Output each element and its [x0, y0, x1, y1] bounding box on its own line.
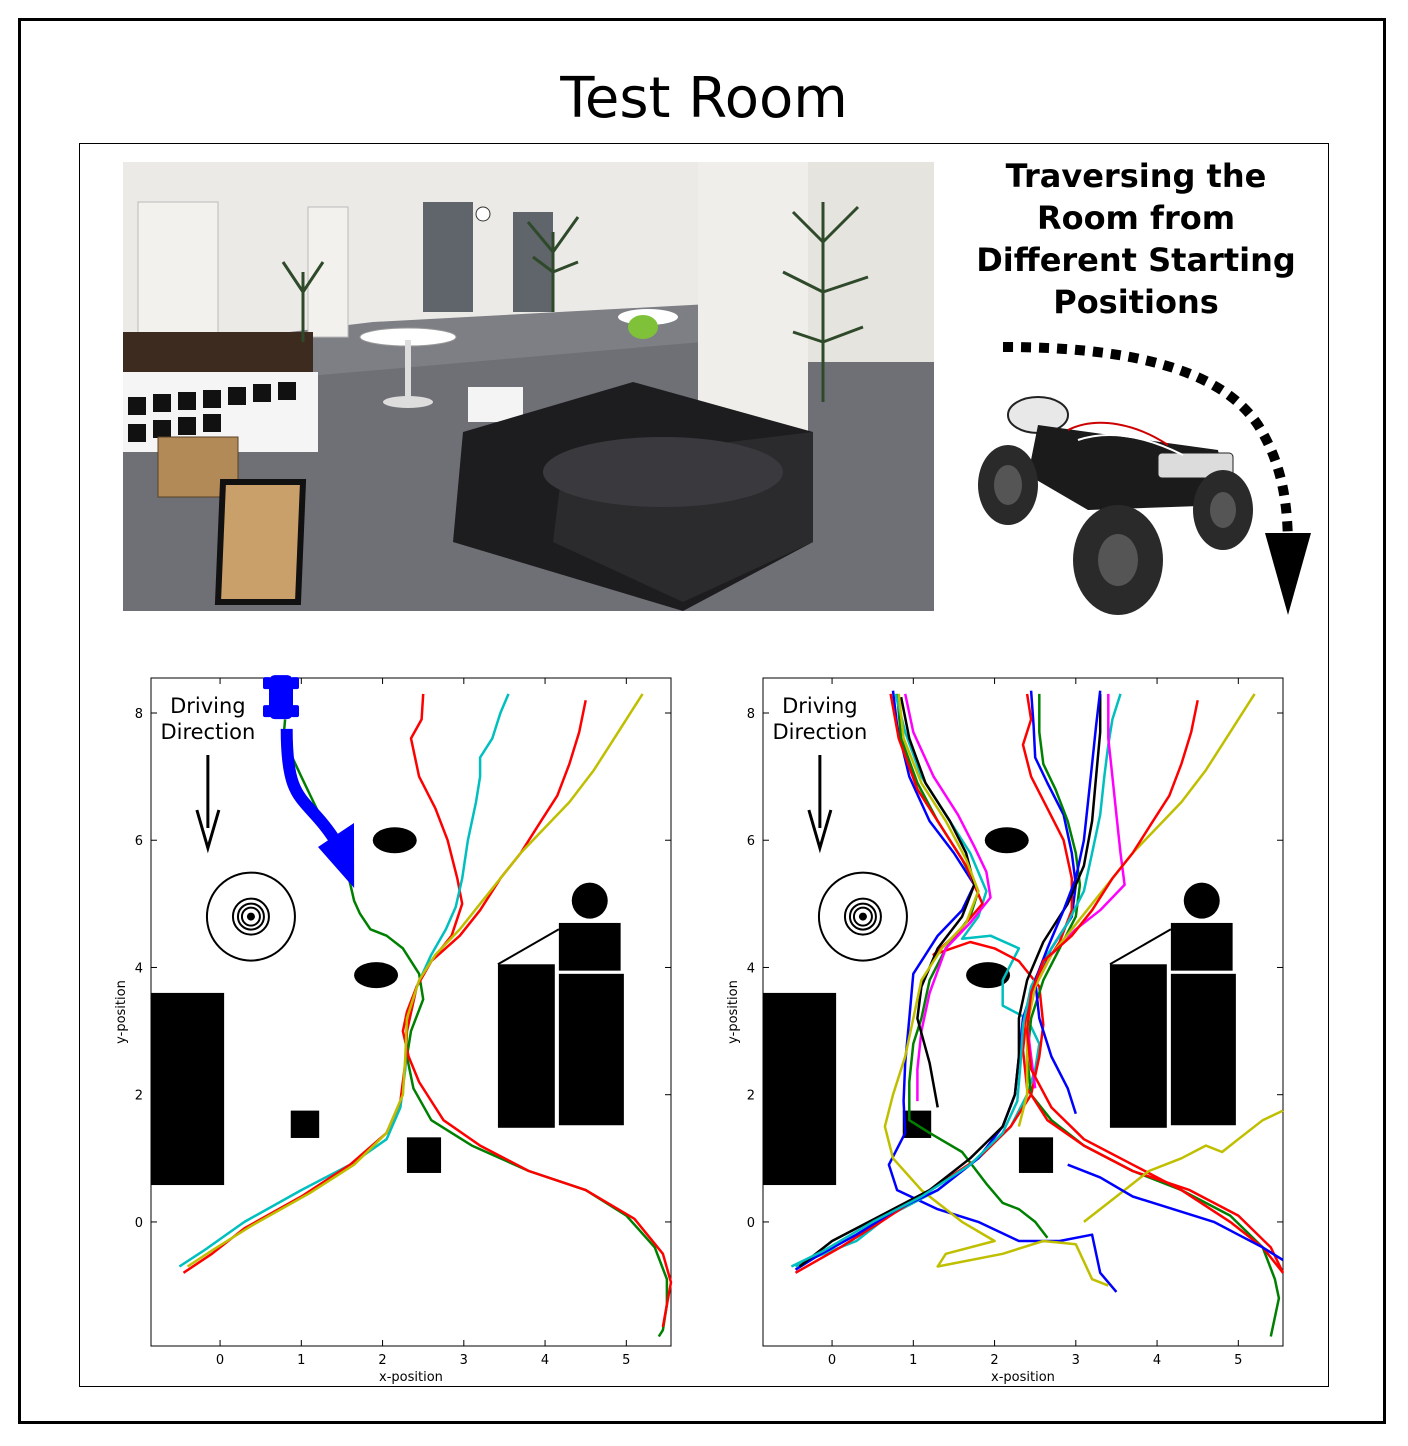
- y-tick-label: 6: [747, 834, 755, 849]
- obstacle-stool-bottom: [354, 962, 399, 989]
- y-tick-label: 2: [747, 1089, 755, 1104]
- x-tick-label: 0: [828, 1353, 836, 1368]
- y-axis-label: y-position: [726, 980, 741, 1044]
- caption-line-2: Room from: [1036, 199, 1236, 237]
- y-tick-label: 4: [135, 961, 143, 976]
- obstacle-shelf-right: [1170, 973, 1236, 1126]
- obstacle-monitor: [558, 922, 621, 971]
- blue-direction-arrow: [280, 728, 344, 849]
- blue-arrow-head: [318, 822, 355, 888]
- x-tick-label: 2: [990, 1353, 998, 1368]
- x-tick-label: 1: [909, 1353, 917, 1368]
- room-photo: [123, 162, 934, 611]
- obstacle-stool-top: [984, 827, 1029, 854]
- obstacle-box-small: [290, 1110, 320, 1138]
- y-tick-label: 2: [135, 1089, 143, 1104]
- trajectory-line: [186, 693, 644, 1268]
- page-title: Test Room: [560, 66, 848, 131]
- x-tick-label: 3: [1072, 1353, 1080, 1368]
- robot-car-illustration: [968, 335, 1318, 625]
- trajectory-line: [178, 693, 510, 1268]
- y-tick-label: 0: [135, 1216, 143, 1231]
- trajectory-line: [1067, 1163, 1284, 1262]
- driving-direction-label: Direction: [772, 720, 867, 744]
- obstacle-stool-top: [372, 827, 417, 854]
- trajectory-line: [1083, 1109, 1284, 1223]
- driving-direction-label: Driving: [170, 694, 246, 718]
- obstacle-shelf-left: [497, 964, 555, 1128]
- car-icon: [263, 675, 299, 720]
- obstacle-shelf-left: [1109, 964, 1167, 1128]
- trajectory-line: [401, 693, 673, 1328]
- obstacle-box: [1018, 1137, 1054, 1173]
- x-tick-label: 1: [297, 1353, 305, 1368]
- y-tick-label: 0: [747, 1216, 755, 1231]
- y-tick-label: 8: [747, 707, 755, 722]
- y-tick-label: 4: [747, 961, 755, 976]
- y-tick-label: 6: [135, 834, 143, 849]
- trajectory-line: [790, 693, 1122, 1268]
- x-tick-label: 3: [460, 1353, 468, 1368]
- caption: Traversing the Room from Different Start…: [950, 155, 1322, 323]
- outer-frame: [18, 18, 1386, 1424]
- room-obstacles: [763, 827, 1236, 1186]
- x-tick-label: 4: [541, 1353, 549, 1368]
- caption-line-3: Different Starting: [976, 241, 1296, 279]
- person-arm-line: [1109, 928, 1172, 966]
- obstacle-monitor: [1170, 922, 1233, 971]
- y-tick-label: 8: [135, 707, 143, 722]
- trajectory-series: [790, 690, 1285, 1337]
- caption-line-4: Positions: [1053, 283, 1219, 321]
- x-tick-label: 4: [1153, 1353, 1161, 1368]
- obstacle-shelf-right: [558, 973, 624, 1126]
- x-tick-label: 5: [622, 1353, 630, 1368]
- direction-arrow-head: [195, 809, 221, 854]
- driving-direction-label: Direction: [160, 720, 255, 744]
- person-arm-line: [497, 928, 560, 966]
- trajectory-line: [798, 693, 1102, 1268]
- trajectory-line: [1025, 700, 1284, 1274]
- y-axis-label: y-position: [114, 980, 129, 1044]
- dotted-arrow-path: [1002, 342, 1293, 551]
- room-obstacles: [151, 827, 624, 1186]
- x-axis-label: x-position: [379, 1370, 443, 1385]
- x-tick-label: 5: [1234, 1353, 1242, 1368]
- person-head-icon: [1183, 882, 1220, 919]
- caption-line-1: Traversing the: [1005, 157, 1267, 195]
- trajectory-line: [883, 693, 1109, 1287]
- x-axis-label: x-position: [991, 1370, 1055, 1385]
- axes: 0 1 2 3 4 5 0 2 4 6 8 x-position y-position: [114, 678, 671, 1385]
- trajectory-line: [899, 696, 976, 1108]
- driving-direction-label: Driving: [782, 694, 858, 718]
- trajectory-line: [1033, 690, 1102, 1115]
- obstacle-couch: [151, 992, 225, 1186]
- trajectory-line: [1017, 693, 1256, 1127]
- x-tick-label: 2: [378, 1353, 386, 1368]
- person-head-icon: [571, 882, 608, 919]
- target-icon: [817, 871, 908, 962]
- x-tick-label: 0: [216, 1353, 224, 1368]
- target-icon: [205, 871, 296, 962]
- robot-car-icon: [978, 396, 1253, 615]
- inner-frame: [79, 143, 1329, 1387]
- axes: 0 1 2 3 4 5 0 2 4 6 8 x-position y-position: [726, 678, 1283, 1385]
- direction-arrow-head: [807, 809, 833, 854]
- obstacle-box: [406, 1137, 442, 1173]
- obstacle-stool-bottom: [966, 962, 1011, 989]
- dotted-arrow-head: [1265, 533, 1311, 615]
- obstacle-couch: [763, 992, 837, 1186]
